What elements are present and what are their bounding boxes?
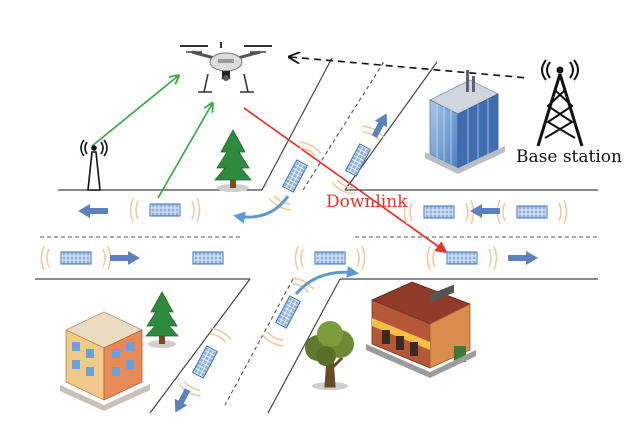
links: [91, 57, 529, 254]
tree-icon: [305, 321, 354, 390]
turn-arrow-icon: [233, 195, 290, 224]
road-edge-vertical-left-top: [261, 57, 333, 191]
shop-building-icon: [366, 281, 476, 378]
uplink-from-vehicle: [157, 104, 212, 199]
direction-arrow-icon: [110, 251, 140, 265]
drone-icon: [180, 42, 272, 93]
direction-arrows: [78, 113, 538, 413]
downlink-label: Downlink: [326, 192, 408, 212]
office-building-icon: [425, 70, 505, 174]
uplink-from-roadside-unit: [91, 76, 178, 147]
vehicle-icon: [261, 277, 315, 347]
tree-icon: [145, 291, 179, 348]
direction-arrow-icon: [78, 204, 108, 218]
vehicle-icon: [129, 197, 201, 223]
road-edge-vertical-right-bottom: [267, 278, 341, 414]
base-station-label: Base station: [516, 147, 622, 167]
direction-arrow-icon: [174, 388, 191, 413]
vehicle-icon: [40, 245, 112, 271]
vehicle-icon: [294, 245, 366, 271]
tree-icon: [214, 129, 252, 192]
direction-arrow-icon: [470, 204, 500, 218]
apartment-building-icon: [60, 311, 150, 411]
vehicle-icon: [403, 199, 475, 225]
lane-dividers: [40, 59, 598, 406]
cell-tower-icon: [536, 59, 584, 147]
vehicle-icon: [192, 251, 224, 265]
vehicle-icon: [496, 199, 568, 225]
watermark-label: 头条 @千家智客: [512, 398, 614, 415]
direction-arrow-icon: [508, 251, 538, 265]
vehicle-icon: [426, 245, 498, 271]
control-link-arrow: [290, 57, 529, 79]
turn-arrow-icon: [294, 265, 359, 295]
vehicle-icon: [268, 141, 322, 211]
small-tower-icon: [80, 139, 108, 191]
turn-arrows: [233, 195, 359, 295]
road-edge-vertical-left-bottom: [149, 278, 251, 414]
vehicle-icon: [178, 327, 232, 397]
downlink-arrow: [243, 107, 448, 254]
vehicles: [40, 125, 568, 397]
vehicle-icon: [331, 125, 385, 195]
direction-arrow-icon: [371, 113, 388, 138]
